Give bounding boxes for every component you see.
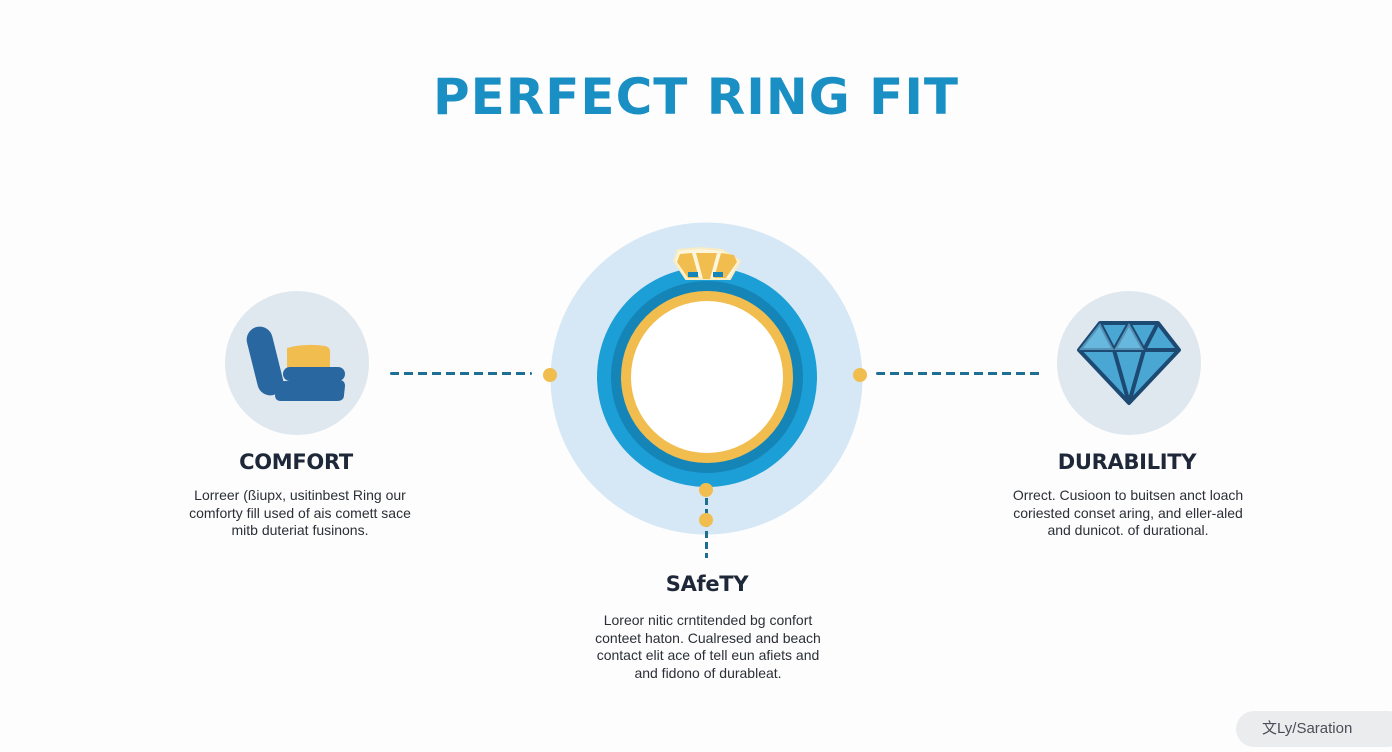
center-ring-graphic bbox=[550, 222, 863, 535]
connector-dot-right bbox=[853, 368, 867, 382]
safety-line-1: Loreor nitic crntitended bg confort bbox=[603, 612, 813, 628]
durability-line-1: Orrect. Cusioon to buitsen anct loach bbox=[1012, 487, 1244, 503]
page-title: PERFECT RING FIT bbox=[432, 68, 960, 126]
durability-line-3: and dunicot. of durational. bbox=[1047, 522, 1209, 538]
comfort-line-1: Lorreer (ßiupx, usitinbest Ring our bbox=[194, 487, 406, 503]
durability-description: Orrect. Cusioon to buitsen anct loach co… bbox=[978, 487, 1278, 540]
safety-line-2: conteet haton. Cualresed and beach bbox=[595, 629, 821, 646]
durability-icon-circle bbox=[1057, 291, 1201, 435]
comfort-line-3: mitb duteriat fusinons. bbox=[231, 522, 369, 538]
comfort-icon-circle bbox=[225, 291, 369, 435]
connector-bottom bbox=[705, 498, 708, 558]
safety-line-4: and fidono of durableat. bbox=[634, 664, 782, 681]
safety-line-3: contact elit ace of tell eun afiets and bbox=[596, 647, 820, 663]
connector-right bbox=[876, 372, 1044, 375]
gold-ring-icon bbox=[550, 222, 863, 535]
connector-left bbox=[390, 372, 532, 375]
watermark-badge: 文Ly/Saration bbox=[1236, 711, 1392, 747]
comfort-line-2: comforty fill used of ais comett sace bbox=[189, 504, 411, 521]
durability-line-2: coriested conset aring, and eller-aled bbox=[1013, 504, 1243, 521]
comfort-description: Lorreer (ßiupx, usitinbest Ring our comf… bbox=[150, 487, 450, 540]
connector-dot-bottom-2 bbox=[699, 513, 713, 527]
connector-dot-left bbox=[543, 368, 557, 382]
connector-dot-bottom-1 bbox=[699, 483, 713, 497]
safety-description: Loreor nitic crntitended bg confort cont… bbox=[558, 612, 858, 682]
seat-cushion-icon bbox=[246, 326, 345, 401]
comfort-heading: COMFORT bbox=[239, 450, 353, 474]
safety-heading: SAfeTY bbox=[665, 572, 749, 596]
diamond-icon bbox=[1077, 321, 1181, 405]
durability-heading: DURABILITY bbox=[1057, 450, 1197, 474]
